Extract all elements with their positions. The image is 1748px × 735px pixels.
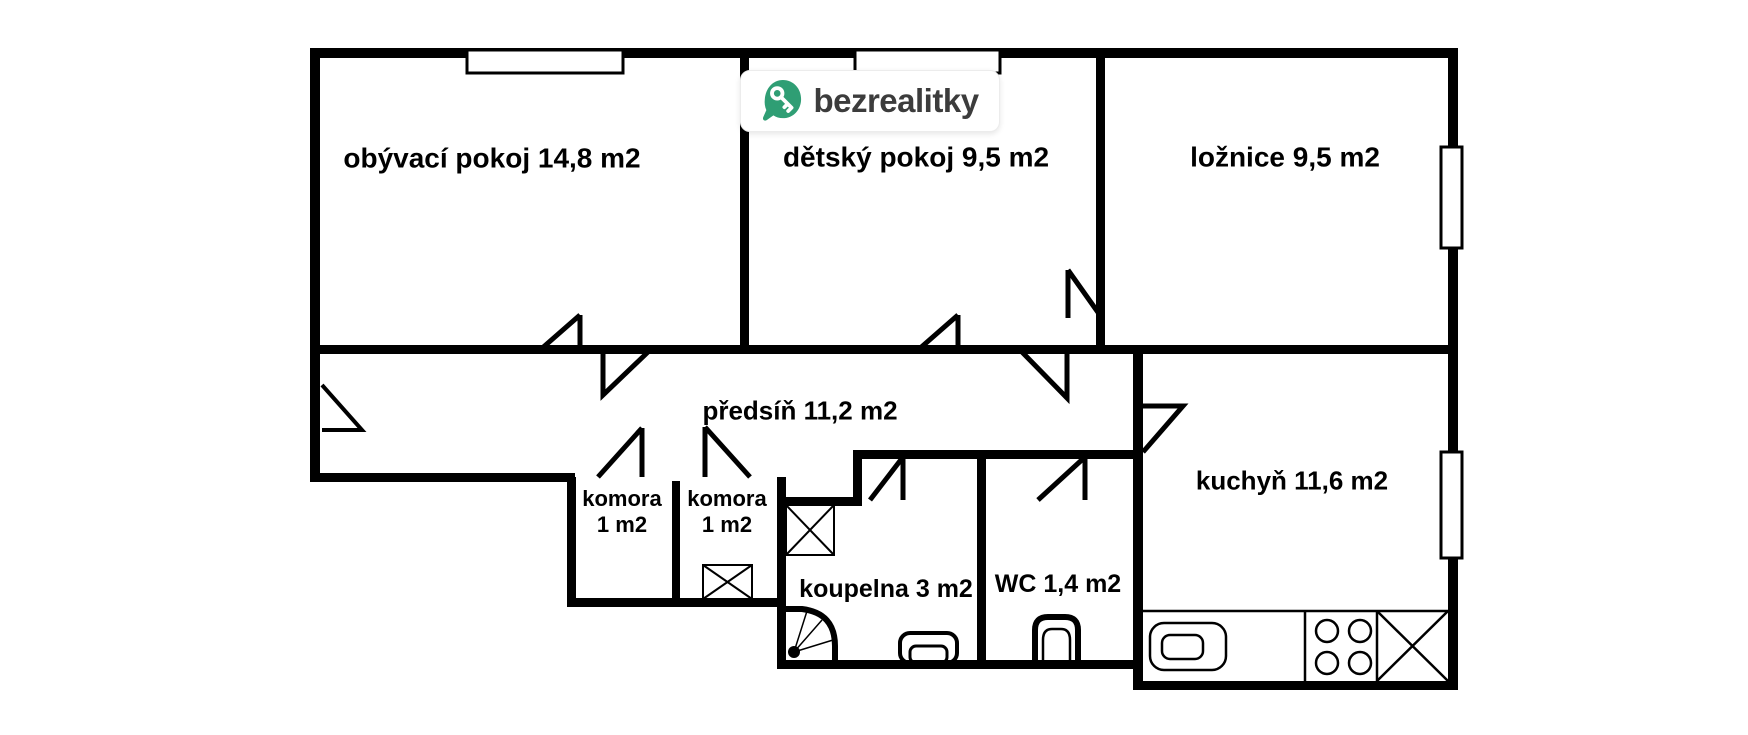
door-childroom-upper [916,313,961,352]
wall-komora-left [567,477,576,606]
shower-enclosure [786,606,838,662]
washbasin-outer [898,631,959,665]
room-label-wc: WC 1,4 m2 [994,569,1122,598]
wall-right [1448,48,1458,690]
washing-machine-cross [785,504,835,556]
room-label-komora-right-line2: 1 m2 [701,512,753,537]
key-bow [770,86,785,101]
logo-text: bezrealitky [813,82,979,119]
shower-spray [793,610,834,653]
room-label-komora-right: komora 1 m2 [687,486,766,538]
washer-fixture [785,504,835,556]
wall-bathroom-step [853,450,862,506]
kitchen-sink-outer [1148,621,1228,672]
stove-burner-4 [1347,650,1373,676]
wall-komora-divider [672,481,680,598]
door-entrance [320,383,367,432]
wall-komora-bottom [567,598,785,607]
cabinet-cross [1376,610,1449,682]
wall-kitchen-left [1133,353,1143,690]
toilet-outer [1032,614,1081,662]
room-label-loznice: ložnice 9,5 m2 [1190,141,1380,173]
wall-hallway-bottom-left [310,473,575,482]
windows [465,48,1464,560]
washing-machine-icon [785,504,835,556]
kitchen-sink-inner [1160,633,1205,661]
komora-fixture [702,564,753,600]
wall-left [310,48,320,481]
stove-burner-2 [1347,618,1373,644]
window-livingroom [465,48,625,75]
bezrealitky-logo: bezrealitky [740,70,1000,132]
map-pin-key-icon [763,80,802,121]
room-label-obyvaci-pokoj: obývací pokoj 14,8 m2 [343,142,641,174]
washbasin-fixture [898,631,959,665]
room-label-predsin: předsíň 11,2 m2 [702,395,898,426]
washbasin-inner [908,644,949,665]
window-bedroom [1439,145,1464,250]
toilet-fixture [1032,614,1081,662]
doors [320,268,1189,502]
toilet-inner [1041,627,1072,662]
key-stem [779,95,794,113]
shower-fixture [786,606,838,662]
window-kitchen [1439,450,1464,560]
door-bathroom [868,455,906,502]
room-label-komora-left-line1: komora [582,486,662,512]
wall-kitchen-bottom [1133,681,1458,690]
wall-livingroom-childroom [740,58,749,345]
room-label-kuchyn: kuchyň 11,6 m2 [1195,465,1389,496]
storage-box-cross [702,564,753,600]
wall-childroom-bedroom [1096,58,1105,345]
room-label-koupelna: koupelna 3 m2 [799,574,973,603]
door-childroom-lower [1020,350,1070,405]
wall-rooms-hallway [310,345,1458,354]
wall-bathroom-left [777,477,786,668]
kitchen-counter [1143,609,1449,682]
room-label-detsky-pokoj: dětský pokoj 9,5 m2 [782,141,1050,173]
stove-burner-1 [1314,618,1340,644]
room-label-komora-left: komora 1 m2 [582,486,661,538]
room-label-komora-left-line2: 1 m2 [596,512,648,537]
wall-bathroom-wc-top [853,450,1143,459]
door-komora-right [702,425,752,479]
wall-bathroom-bottom [777,660,1143,669]
door-kitchen [1141,403,1189,454]
room-label-komora-right-line1: komora [687,486,767,512]
door-wc [1036,455,1088,502]
stove-burner-3 [1314,650,1340,676]
door-livingroom-lower [600,350,650,401]
door-livingroom-upper [538,313,583,352]
door-bedroom [1065,268,1105,320]
wall-bathroom-top-left [777,497,861,506]
wall-bathroom-wc-divider [977,455,986,668]
storage-box-icon [702,564,753,600]
door-komora-left [596,426,645,479]
